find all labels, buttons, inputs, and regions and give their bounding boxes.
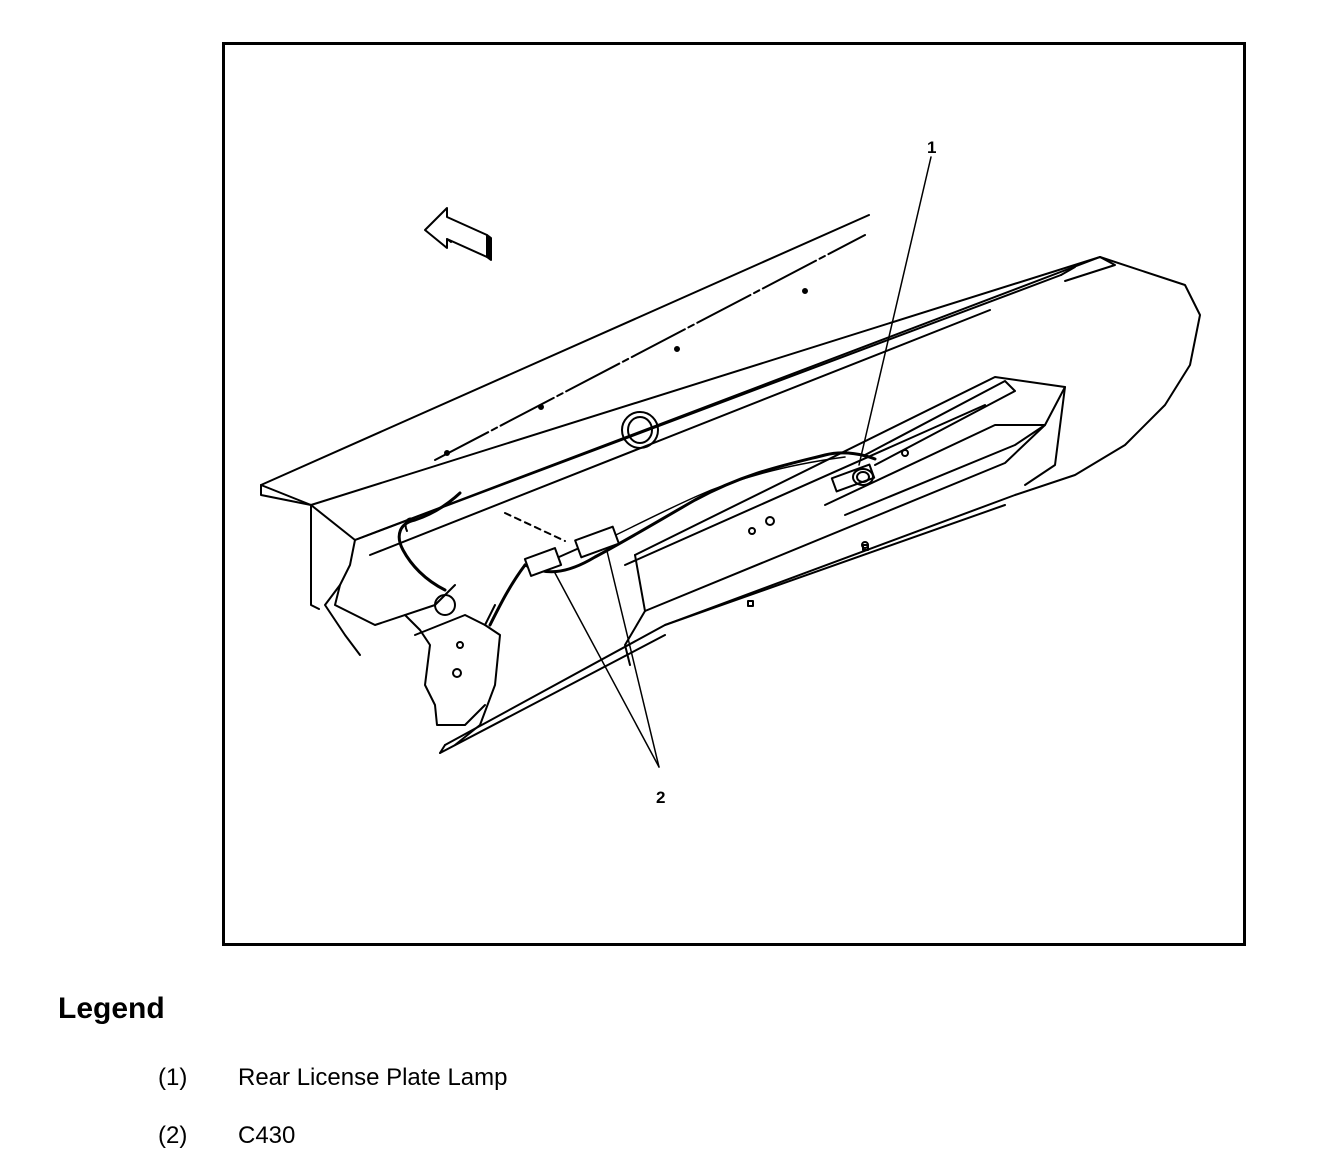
front-direction-arrow-icon bbox=[424, 207, 492, 261]
callout-1: 1 bbox=[927, 138, 936, 157]
legend-item: (2) C430 bbox=[158, 1122, 295, 1150]
bumper-wiring-diagram: 1 2 bbox=[260, 138, 1201, 807]
legend-item-number: (2) bbox=[158, 1122, 188, 1149]
diagram-frame: 1 2 bbox=[222, 42, 1246, 946]
bumper-body bbox=[354, 256, 1201, 754]
rear-license-plate-lamp bbox=[830, 463, 876, 493]
callout-2: 2 bbox=[656, 788, 665, 807]
legend-item-text: C430 bbox=[238, 1122, 296, 1149]
connector-c430 bbox=[504, 512, 620, 577]
left-mount-bracket bbox=[324, 539, 501, 746]
legend-title: Legend bbox=[58, 992, 165, 1025]
wiring-harness bbox=[397, 451, 877, 627]
legend-item: (1) Rear License Plate Lamp bbox=[158, 1064, 507, 1092]
callout-leader-lines bbox=[554, 156, 932, 768]
legend-item-text: Rear License Plate Lamp bbox=[238, 1064, 508, 1091]
legend-item-number: (1) bbox=[158, 1064, 188, 1091]
